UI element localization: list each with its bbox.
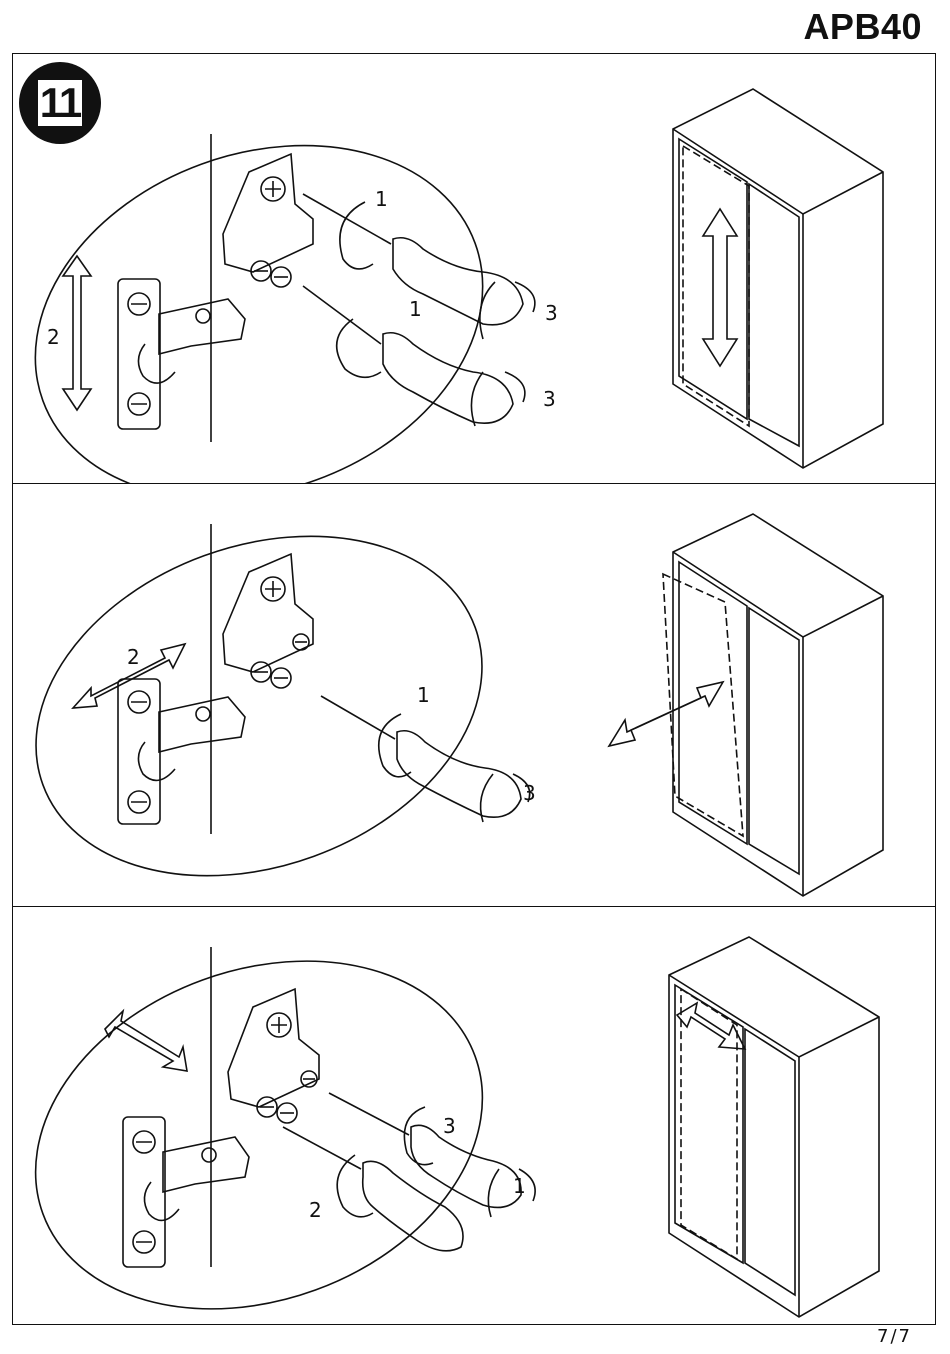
hinge-cup: [223, 554, 313, 672]
instruction-frame: 11: [12, 53, 936, 1325]
hinge-arm: [159, 697, 245, 752]
label-screw: 1: [417, 683, 430, 707]
screwdriver-shaft-lower: [303, 286, 381, 344]
panel-depth-adjustment: 1 2 3: [13, 484, 935, 907]
door-height-arrow: [703, 209, 737, 366]
mounting-plate: [123, 1117, 165, 1267]
hinge-depth-illustration: 1 2 3: [13, 484, 937, 907]
screwdriver-handle-lower: [363, 1161, 463, 1250]
door-depth-arrow: [609, 682, 723, 746]
screwdriver-shaft-lower: [283, 1127, 361, 1169]
hinge-side-illustration: 3 2 1: [13, 907, 937, 1325]
height-arrow: [63, 256, 91, 410]
label-turn-b: 3: [543, 387, 556, 411]
screwdriver-handle-lower: [383, 333, 513, 423]
hinge-cup: [223, 154, 313, 272]
label-turn: 3: [443, 1114, 456, 1138]
wardrobe-drawing: [669, 937, 879, 1317]
hinge-cup: [228, 989, 319, 1107]
label-screw-b: 2: [309, 1198, 322, 1222]
label-height: 2: [47, 325, 60, 349]
screwdriver-shaft: [321, 696, 395, 739]
side-arrow: [105, 1011, 187, 1071]
detail-ellipse: [13, 85, 533, 484]
label-screw-a: 1: [513, 1174, 526, 1198]
panel-side-adjustment: 3 2 1: [13, 907, 935, 1325]
label-depth: 2: [127, 645, 140, 669]
label-screw2: 1: [409, 297, 422, 321]
rotate-arrow-upper: [340, 202, 373, 269]
page-number: 7/7: [877, 1326, 912, 1347]
label-turn-a: 3: [545, 301, 558, 325]
model-code: APB40: [803, 6, 922, 48]
screwdriver-handle-upper: [411, 1125, 521, 1207]
wardrobe-drawing: [609, 514, 883, 896]
wardrobe-drawing: [673, 89, 883, 468]
hinge-arm: [159, 299, 245, 354]
label-turn: 3: [523, 781, 536, 805]
hinge-height-illustration: 1 1 2 3 3: [13, 54, 937, 484]
label-screw1: 1: [375, 187, 388, 211]
hinge-arm: [163, 1137, 249, 1192]
door-side-arrow: [677, 1003, 745, 1049]
screwdriver-shaft-upper: [329, 1093, 409, 1135]
panel-height-adjustment: 11: [13, 54, 935, 484]
